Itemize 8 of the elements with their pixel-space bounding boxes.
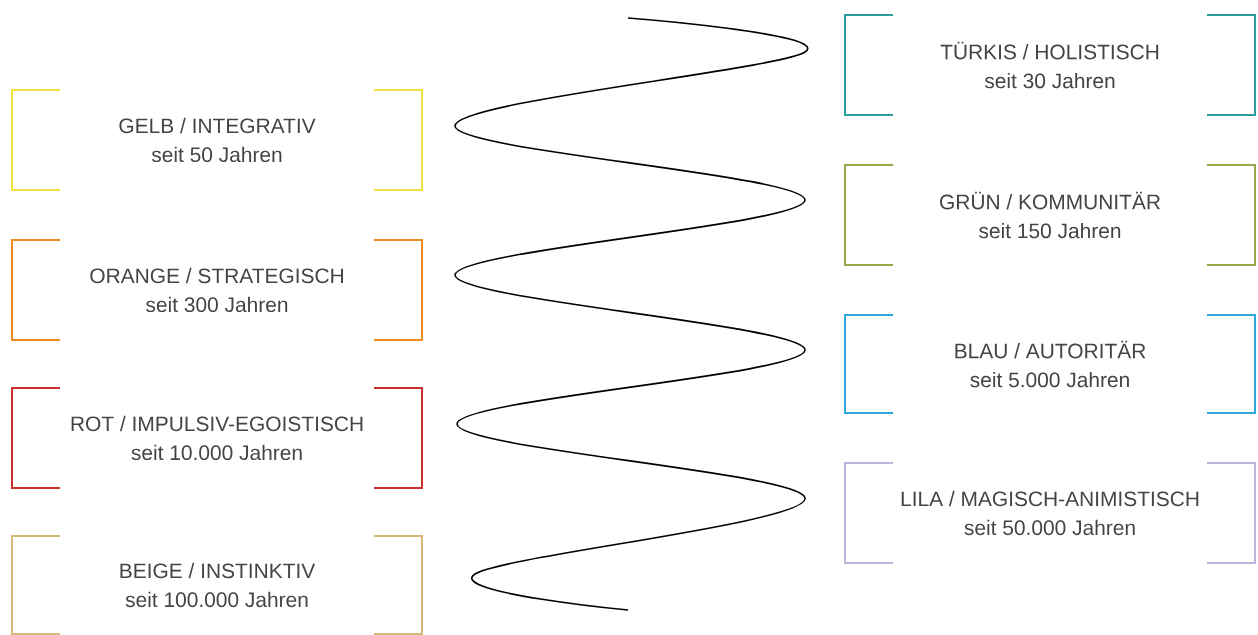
bracket-box: ROT / IMPULSIV-EGOISTISCH seit 10.000 Jahren <box>11 387 423 489</box>
bracket-box: GRÜN / KOMMUNITÄR seit 150 Jahren <box>844 164 1256 266</box>
bracket-box: LILA / MAGISCH-ANIMISTISCH seit 50.000 Jahren <box>844 462 1256 564</box>
bracket-box: GELB / INTEGRATIV seit 50 Jahren <box>11 89 423 191</box>
bracket-box: ORANGE / STRATEGISCH seit 300 Jahren <box>11 239 423 341</box>
bracket-box: BEIGE / INSTINKTIV seit 100.000 Jahren <box>11 535 423 635</box>
bracket-box: BLAU / AUTORITÄR seit 5.000 Jahren <box>844 314 1256 414</box>
bracket-box: TÜRKIS / HOLISTISCH seit 30 Jahren <box>844 14 1256 116</box>
